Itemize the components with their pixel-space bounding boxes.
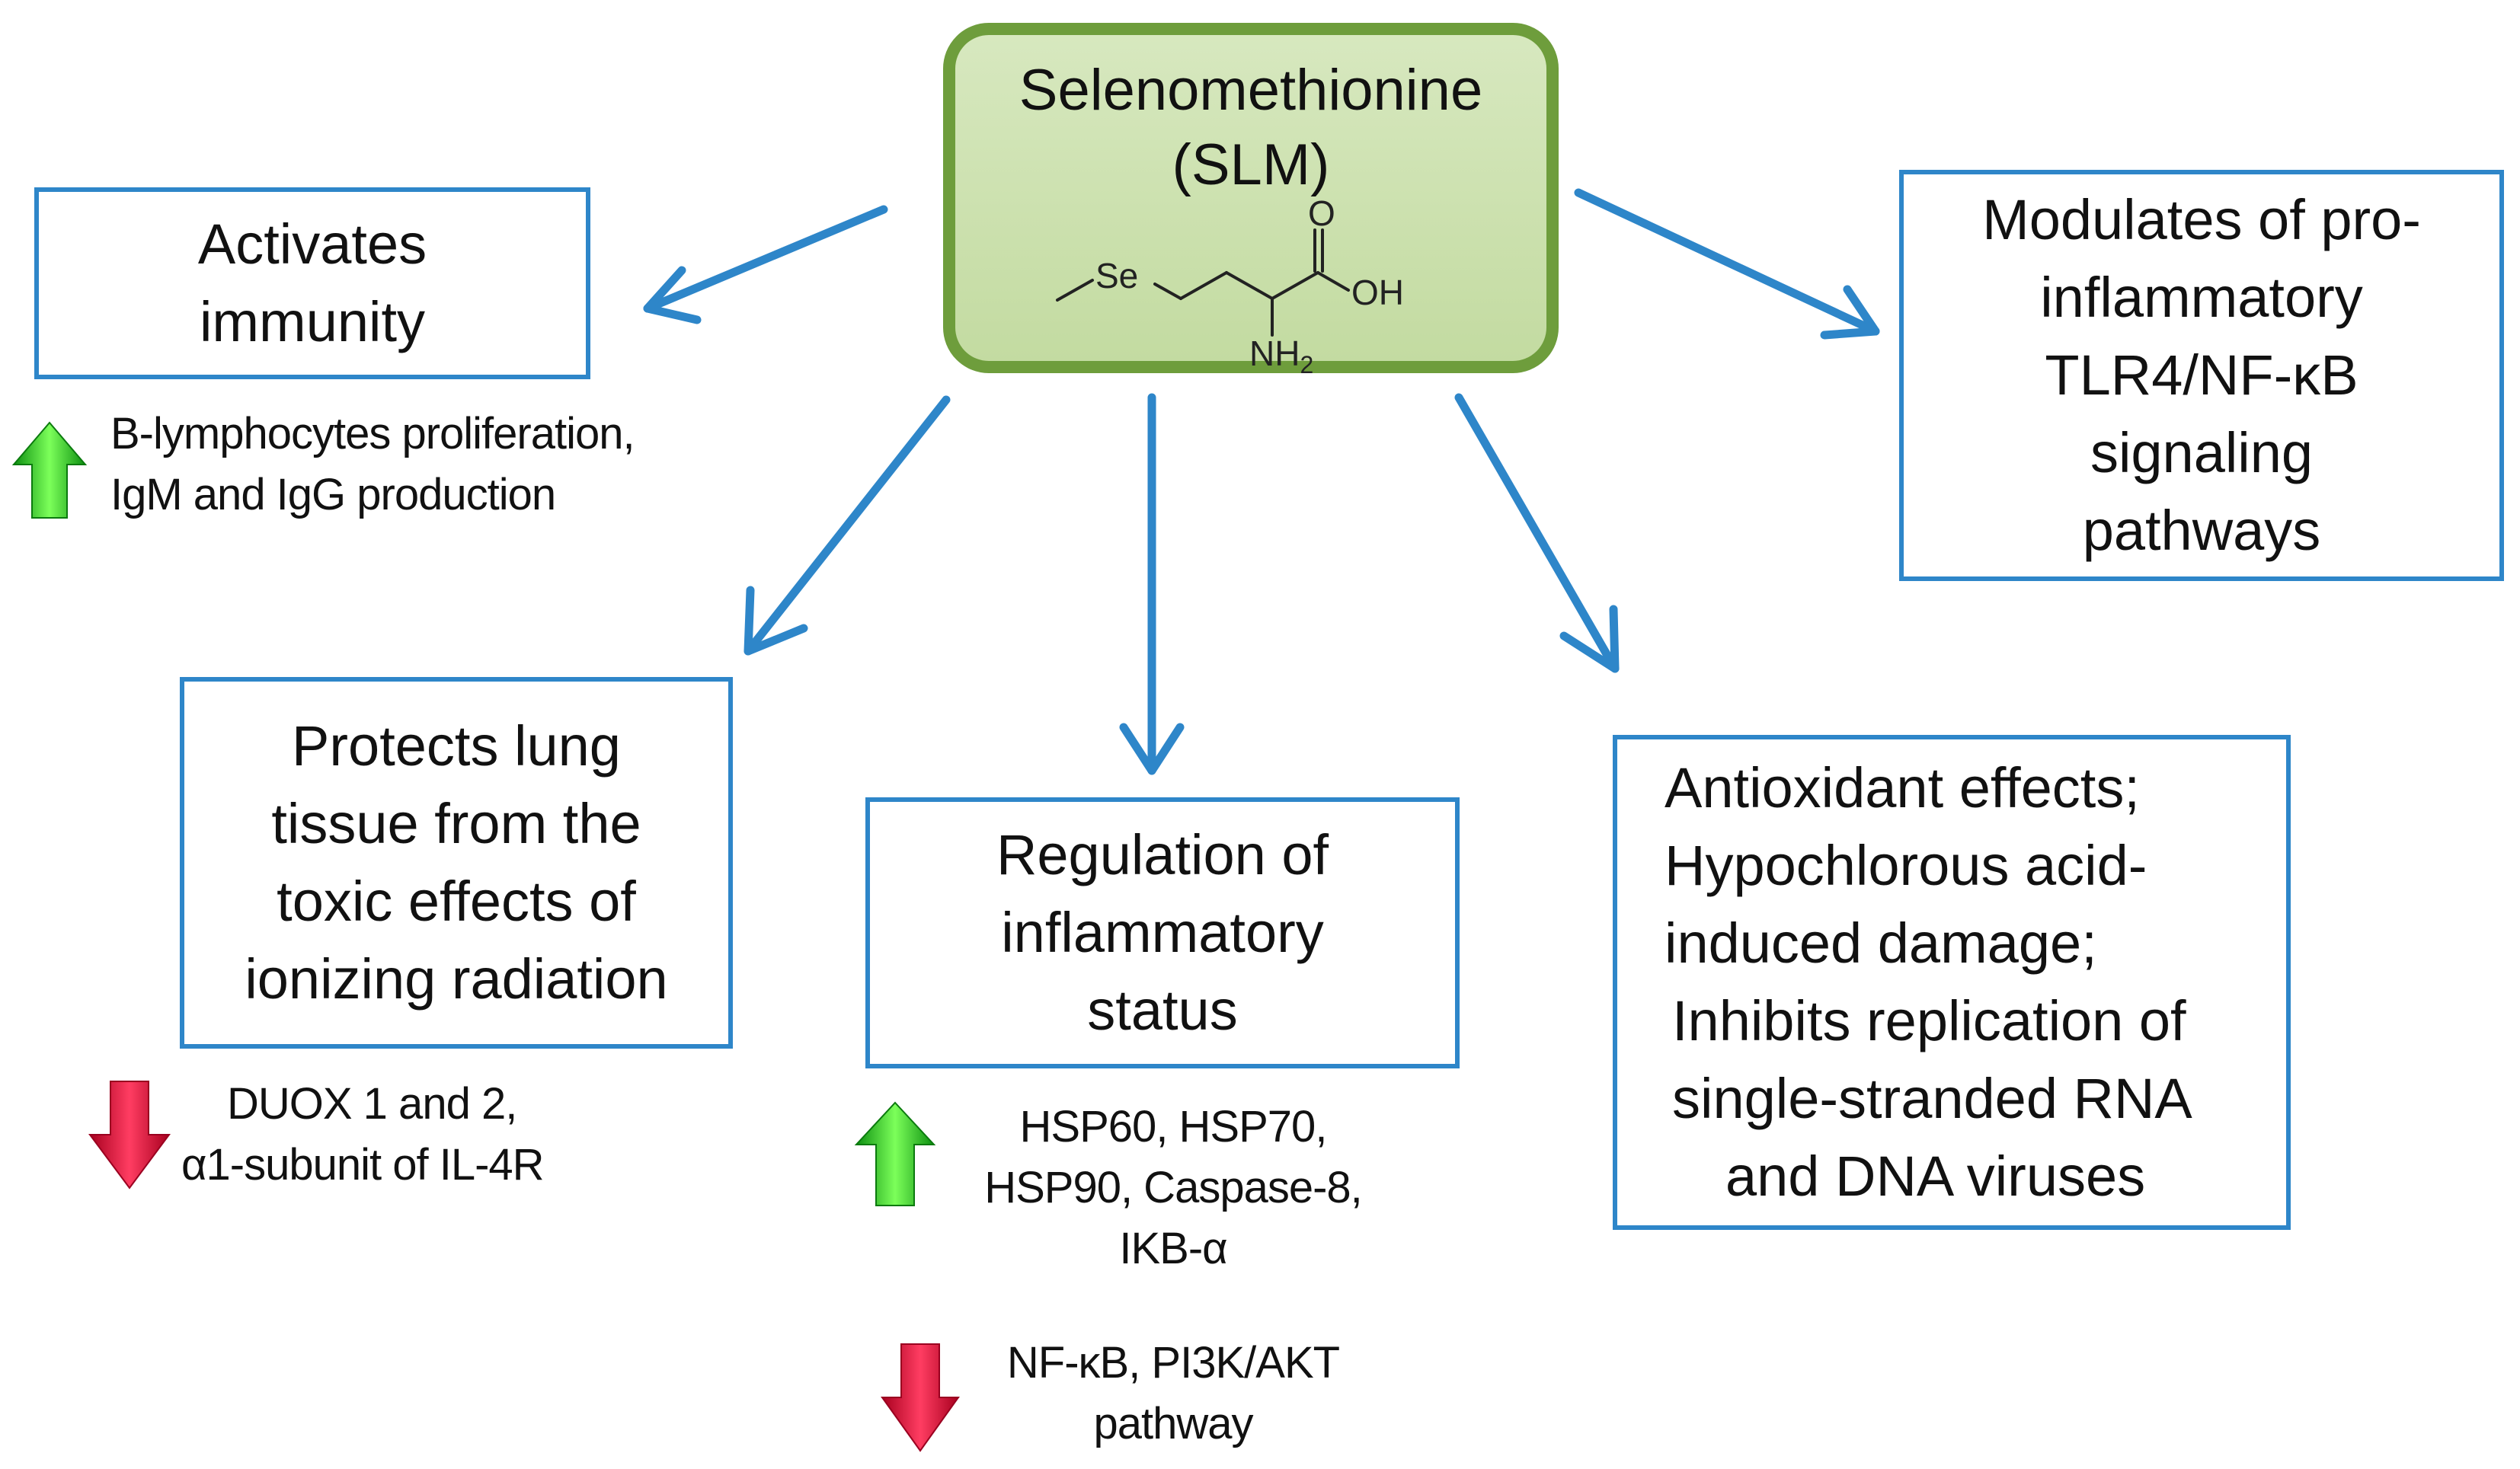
box-line: induced damage; xyxy=(1665,912,2097,975)
up-arrow-icon xyxy=(11,421,88,519)
structure-label-nh2: NH2 xyxy=(1249,334,1313,373)
down-arrow-icon xyxy=(88,1081,171,1190)
arrow-to-antioxidant xyxy=(1454,393,1620,673)
box-line: immunity xyxy=(199,290,426,353)
inflammatory-status-box: Regulation of inflammatory status xyxy=(865,797,1460,1068)
box-line: Inhibits replication of xyxy=(1672,989,2186,1052)
arrow-to-inflammatory xyxy=(1119,393,1185,775)
inflammatory-up-note: HSP60, HSP70, HSP90, Caspase-8, IKB-α xyxy=(937,1097,1409,1279)
box-line: pathways xyxy=(2082,499,2321,562)
note-line: HSP90, Caspase-8, xyxy=(984,1163,1363,1212)
box-line: tissue from the xyxy=(271,792,641,855)
box-line: Modulates of pro- xyxy=(1982,188,2421,251)
immunity-up-note: B-lymphocytes proliferation, IgM and IgG… xyxy=(110,404,635,525)
box-line: single-stranded RNA xyxy=(1672,1067,2192,1130)
structure-label-se: Se xyxy=(1095,256,1138,295)
box-line: inflammatory xyxy=(1001,901,1324,964)
box-line: status xyxy=(1087,979,1238,1042)
note-line: pathway xyxy=(1093,1399,1253,1448)
selenomethionine-node: Selenomethionine (SLM) Se O OH NH2 xyxy=(943,23,1559,373)
down-arrow-icon xyxy=(881,1343,960,1452)
lung-protection-box: Protects lung tissue from the toxic effe… xyxy=(180,677,733,1049)
antioxidant-effects-box: Antioxidant effects; Hypochlorous acid- … xyxy=(1613,735,2291,1230)
box-line: Regulation of xyxy=(996,823,1329,886)
selenomethionine-structure: Se O OH NH2 xyxy=(1056,193,1404,373)
activates-immunity-box: Activates immunity xyxy=(34,187,590,379)
up-arrow-icon xyxy=(854,1101,936,1206)
note-line: B-lymphocytes proliferation, xyxy=(110,409,635,458)
note-line: IgM and IgG production xyxy=(110,470,556,519)
structure-label-nh: NH xyxy=(1249,334,1300,373)
note-line: NF-κB, PI3K/AKT xyxy=(1006,1338,1340,1388)
arrow-to-lung xyxy=(744,395,951,656)
note-line: HSP60, HSP70, xyxy=(1019,1102,1328,1151)
note-line: IKB-α xyxy=(1119,1224,1227,1273)
tlr4-nfkb-box: Modulates of pro- inflammatory TLR4/NF-κ… xyxy=(1899,170,2504,581)
box-line: inflammatory xyxy=(2040,266,2363,329)
box-line: signaling xyxy=(2090,421,2314,484)
inflammatory-down-note: NF-κB, PI3K/AKT pathway xyxy=(967,1333,1379,1455)
box-line: ionizing radiation xyxy=(245,947,668,1011)
box-line: TLR4/NF-κB xyxy=(2045,343,2359,407)
structure-label-subscript: 2 xyxy=(1300,351,1313,373)
note-line: α1-subunit of IL-4R xyxy=(181,1140,545,1190)
box-line: Antioxidant effects; xyxy=(1665,756,2140,819)
center-title-line-1: Selenomethionine xyxy=(1019,58,1483,123)
box-line: Hypochlorous acid- xyxy=(1665,834,2147,897)
box-line: toxic effects of xyxy=(277,870,636,933)
box-line: Protects lung xyxy=(292,714,621,778)
arrow-to-tlr4 xyxy=(1574,188,1880,340)
structure-label-oh: OH xyxy=(1351,273,1404,312)
lung-down-note: DUOX 1 and 2, α1-subunit of IL-4R xyxy=(181,1074,545,1196)
structure-label-o: O xyxy=(1308,193,1335,233)
box-line: and DNA viruses xyxy=(1725,1145,2146,1208)
arrow-to-immunity xyxy=(643,205,888,324)
box-line: Activates xyxy=(197,212,427,276)
center-title-line-2: (SLM) xyxy=(1172,133,1330,197)
note-line: DUOX 1 and 2, xyxy=(227,1079,517,1129)
